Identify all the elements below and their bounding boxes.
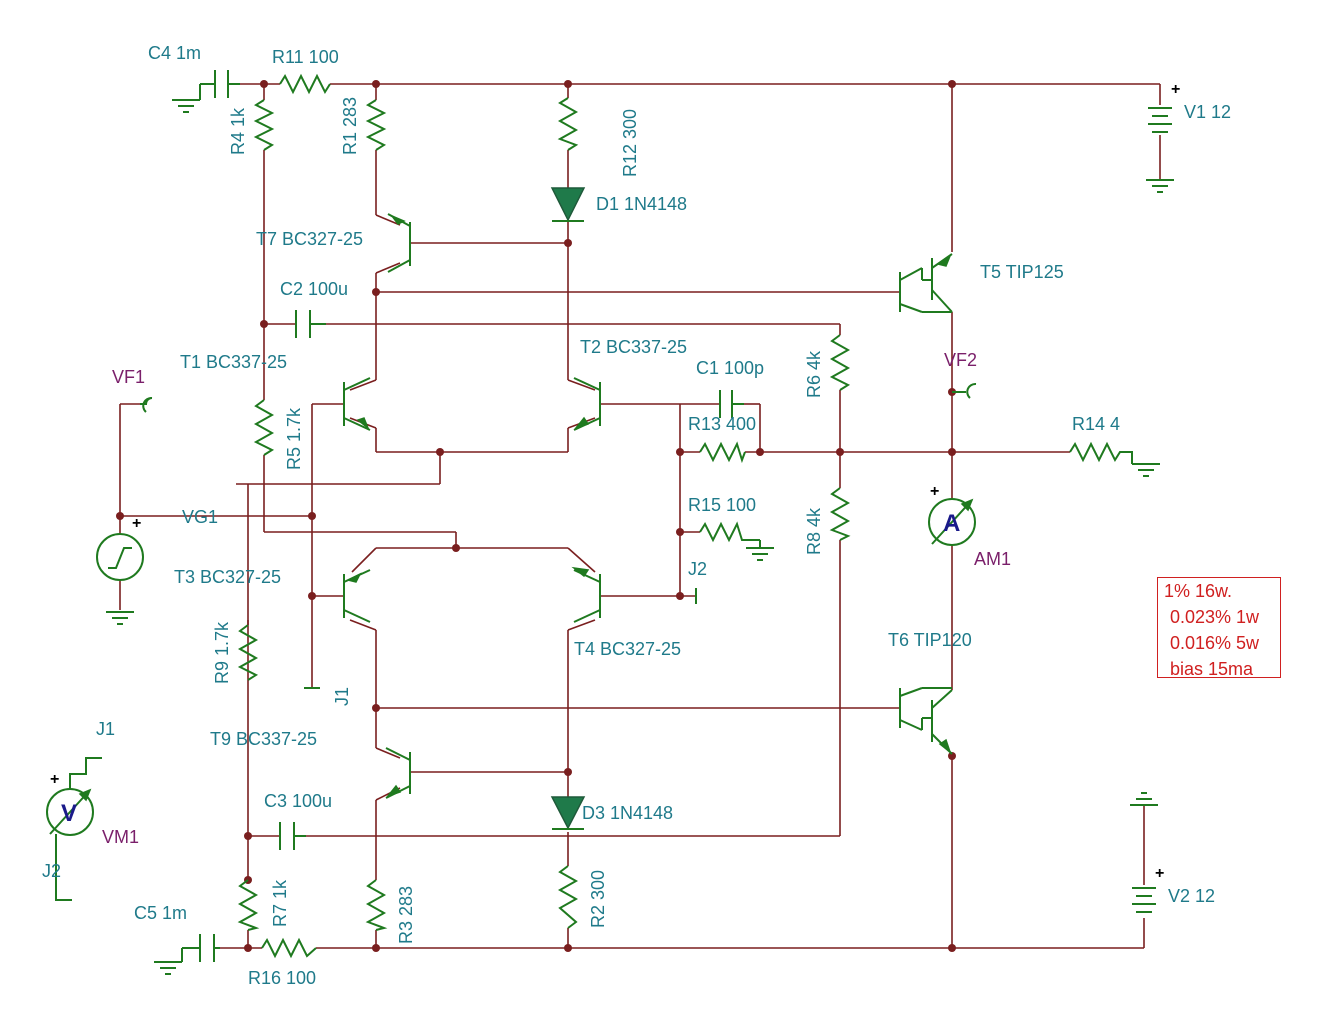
r12-resistor (557, 97, 579, 151)
r15-resistor (699, 521, 760, 543)
v2-plus: + (1155, 865, 1164, 882)
v1-label: V1 12 (1184, 102, 1231, 122)
vm1-symbol: V (61, 800, 77, 827)
r2-resistor (557, 865, 579, 929)
r8-label: R8 4k (804, 507, 824, 555)
note-line: 1% 16w. (1164, 581, 1233, 601)
r15-label: R15 100 (688, 495, 756, 515)
sources (96, 107, 1174, 913)
t1-label: T1 BC337-25 (180, 352, 287, 372)
t4-label: T4 BC327-25 (574, 639, 681, 659)
r11-resistor (279, 73, 331, 95)
r6-resistor (829, 334, 851, 391)
t7-transistor (387, 213, 411, 273)
r3-label: R3 283 (396, 886, 416, 944)
j2-top-label: J2 (688, 559, 707, 579)
r5-label: R5 1.7k (284, 407, 304, 470)
t9-transistor (385, 747, 411, 799)
wires (119, 83, 1161, 949)
v2-label: V2 12 (1168, 886, 1215, 906)
v1-battery (1146, 107, 1174, 193)
t3-label: T3 BC327-25 (174, 567, 281, 587)
transistors (343, 213, 953, 799)
r13-label: R13 400 (688, 414, 756, 434)
d1-label: D1 1N4148 (596, 194, 687, 214)
t9-label: T9 BC337-25 (210, 729, 317, 749)
note-line: 0.023% 1w (1170, 607, 1260, 627)
r11-label: R11 100 (272, 47, 339, 67)
r16-resistor (261, 937, 317, 959)
r1-resistor (365, 99, 387, 151)
d1-diode (550, 187, 586, 222)
j1-mid-label: J1 (332, 687, 352, 706)
r3-resistor (365, 879, 388, 931)
d3-label: D3 1N4148 (582, 803, 673, 823)
junction-dots (116, 80, 956, 952)
am1-symbol: A (943, 510, 960, 537)
r2-label: R2 300 (588, 870, 608, 928)
vf1-label: VF1 (112, 367, 145, 387)
t1-transistor (343, 377, 371, 431)
capacitors (154, 70, 744, 975)
r13-resistor (699, 441, 746, 464)
t2-label: T2 BC337-25 (580, 337, 687, 357)
r12-label: R12 300 (620, 109, 640, 177)
d3-diode (550, 796, 586, 830)
t5-transistor (899, 253, 953, 313)
vm1-plus: + (50, 771, 59, 788)
c4-label: C4 1m (148, 43, 201, 63)
vf2-probe (952, 382, 977, 399)
c5-label: C5 1m (134, 903, 187, 923)
vg1-generator (96, 533, 144, 625)
note-line: 0.016% 5w (1170, 633, 1260, 653)
t3-transistor (343, 569, 371, 623)
t7-label: T7 BC327-25 (256, 229, 363, 249)
r8-resistor (829, 487, 851, 541)
t6-label: T6 TIP120 (888, 630, 972, 650)
vg1-plus: + (132, 515, 141, 532)
r15-ground (746, 540, 774, 561)
r6-label: R6 4k (804, 350, 824, 398)
note-line: bias 15ma (1170, 659, 1254, 679)
v2-battery (1130, 792, 1158, 913)
am1-ammeter: A (928, 498, 976, 546)
diodes (550, 187, 586, 830)
vm1-voltmeter: V (46, 757, 102, 901)
r14-resistor (1069, 441, 1133, 464)
t2-transistor (573, 377, 601, 431)
r4-resistor (253, 99, 275, 151)
t4-transistor (571, 566, 601, 623)
r14-ground (1132, 463, 1160, 477)
r14-label: R14 4 (1072, 414, 1120, 434)
vm1-label: VM1 (102, 827, 139, 847)
r5-resistor (253, 399, 275, 456)
j1-vm-label: J1 (96, 719, 115, 739)
r9-label: R9 1.7k (212, 621, 232, 684)
j2-vm-label: J2 (42, 861, 61, 881)
vf1-probe (140, 396, 153, 413)
c1-label: C1 100p (696, 358, 764, 378)
vf2-label: VF2 (944, 350, 977, 370)
distortion-note: 1% 16w. 0.023% 1w 0.016% 5w bias 15ma (1157, 577, 1281, 679)
r7-resistor (237, 879, 260, 931)
r16-label: R16 100 (248, 968, 316, 988)
r4-label: R4 1k (228, 107, 248, 155)
am1-label: AM1 (974, 549, 1011, 569)
vg1-label: VG1 (182, 507, 218, 527)
t5-label: T5 TIP125 (980, 262, 1064, 282)
c3-label: C3 100u (264, 791, 332, 811)
r7-label: R7 1k (270, 879, 290, 927)
r9-resistor (237, 624, 259, 681)
r1-label: R1 283 (340, 97, 360, 155)
resistors (237, 73, 1133, 959)
am1-plus: + (930, 483, 939, 500)
v1-plus: + (1171, 81, 1180, 98)
labels: C4 1m R11 100 R4 1k R1 283 R12 300 D1 1N… (42, 43, 1231, 988)
t6-transistor (899, 687, 953, 755)
c2-label: C2 100u (280, 279, 348, 299)
meters: A V (46, 382, 977, 901)
